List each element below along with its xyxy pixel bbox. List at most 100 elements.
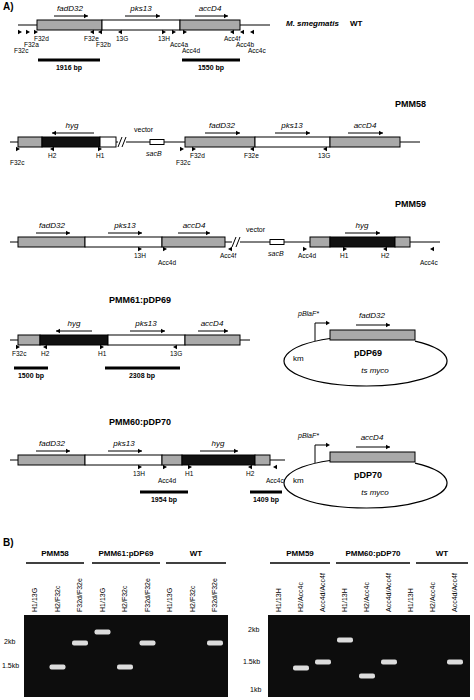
primer-arrow [173, 345, 177, 349]
header-rule [92, 562, 160, 564]
gel-image [268, 615, 470, 697]
primer-arrow [172, 30, 176, 34]
arrow-head [66, 231, 70, 235]
gel-band [337, 638, 353, 643]
primer-arrow [138, 247, 142, 251]
strain-name: PMM59 [395, 200, 426, 209]
arrow-head [66, 449, 70, 453]
primer-arrow [228, 247, 232, 251]
primer-arrow [118, 30, 122, 34]
gene-arrow [356, 325, 390, 326]
gene-box [310, 237, 330, 247]
organism-name: M. smegmatis [286, 20, 339, 28]
plasmid-outline [284, 460, 447, 508]
primer-arrow [18, 30, 22, 34]
lane-label: H1/13H [341, 588, 348, 612]
gene-arrow [275, 133, 310, 134]
primer-label: H1 [96, 153, 104, 160]
gene-box [330, 137, 400, 147]
primer-arrow [34, 30, 38, 34]
primer-arrow [230, 30, 234, 34]
plasmid-name: pDP69 [354, 349, 382, 358]
primer-label: H1 [98, 351, 106, 358]
amplicon-bar [105, 367, 180, 370]
gene-arrow [52, 133, 94, 134]
primer-arrow [248, 465, 252, 469]
plasmid-outline [283, 457, 448, 509]
replicon-label: ts myco [361, 489, 389, 497]
gene-box [85, 237, 162, 247]
vector-label: vector [246, 226, 265, 233]
gel-band [359, 674, 375, 679]
gene-arrow [108, 451, 142, 452]
primer-label: Acc4d [298, 253, 316, 260]
lane-label: H2/Acc4c [429, 582, 436, 612]
lane-label: H2/Acc4c [297, 582, 304, 612]
gene-box [330, 237, 395, 247]
gel-band [117, 665, 133, 670]
gene-name: fadD32 [209, 122, 235, 130]
gene-name: hyg [66, 122, 79, 130]
primer-label: H2 [41, 351, 49, 358]
gene-name: accD4 [354, 122, 377, 130]
size-label: 2308 bp [129, 372, 155, 379]
gene-arrow [178, 233, 210, 234]
gene-arrow [198, 331, 228, 332]
primer-label: H1 [185, 471, 193, 478]
amplicon-bar [250, 491, 282, 494]
arrow-head [326, 443, 330, 447]
arrow-head [224, 14, 228, 18]
primer-label: Acc4d [182, 48, 200, 55]
gene-box [18, 455, 85, 465]
primer-label: 13H [158, 36, 170, 43]
gene-name: hyg [68, 320, 81, 328]
gene-name: pks13 [135, 320, 156, 328]
marker-label: 2kb [4, 638, 15, 645]
primer-arrow [26, 30, 30, 34]
primer-label: Acc4c [266, 478, 284, 485]
primer-label: Acc4c [248, 48, 266, 55]
gene-name: accD4 [183, 222, 206, 230]
primer-arrow [43, 345, 47, 349]
arrow-head [52, 131, 56, 135]
gene-arrow [108, 233, 142, 234]
size-label: 1409 bp [253, 496, 279, 503]
promoter-label: pBlaF* [298, 432, 319, 439]
arrow-head [56, 329, 60, 333]
arrow-head [234, 449, 238, 453]
gene-box [180, 20, 240, 30]
primer-label: Acc4f [220, 253, 236, 260]
primer-label: 13G [116, 36, 128, 43]
gene-name: fadD32 [359, 312, 385, 320]
header-rule [26, 562, 84, 564]
primer-label: H1 [340, 253, 348, 260]
lane-label: H1/13G [31, 588, 38, 612]
gene-box [18, 335, 40, 345]
panel-letter: A) [3, 2, 14, 12]
gene-box [162, 455, 182, 465]
gene-arrow [130, 331, 165, 332]
promoter-arrow [315, 323, 326, 341]
primer-label: F32b [96, 42, 111, 49]
lane-label: H1/13G [99, 588, 106, 612]
arrow-head [376, 231, 380, 235]
sample-header: PMM58 [41, 550, 69, 558]
gene-box [108, 335, 185, 345]
gene-box [162, 237, 225, 247]
primer-arrow [16, 345, 20, 349]
plasmid-outline [283, 335, 448, 387]
plasmid-name: pDP70 [354, 471, 382, 480]
strain-name: PMM60:pDP70 [109, 418, 171, 427]
primer-arrow [430, 247, 434, 251]
vector-label: vector [134, 126, 153, 133]
break-mark [232, 237, 236, 247]
primer-label: F32c [10, 160, 24, 167]
gene-box [185, 137, 255, 147]
gel-band [447, 660, 463, 665]
size-label: 1500 bp [18, 372, 44, 379]
lane-label: H2/F32c [121, 586, 128, 612]
sample-header: WT [190, 550, 202, 558]
primer-label: H2 [246, 471, 254, 478]
arrow-head [206, 231, 210, 235]
